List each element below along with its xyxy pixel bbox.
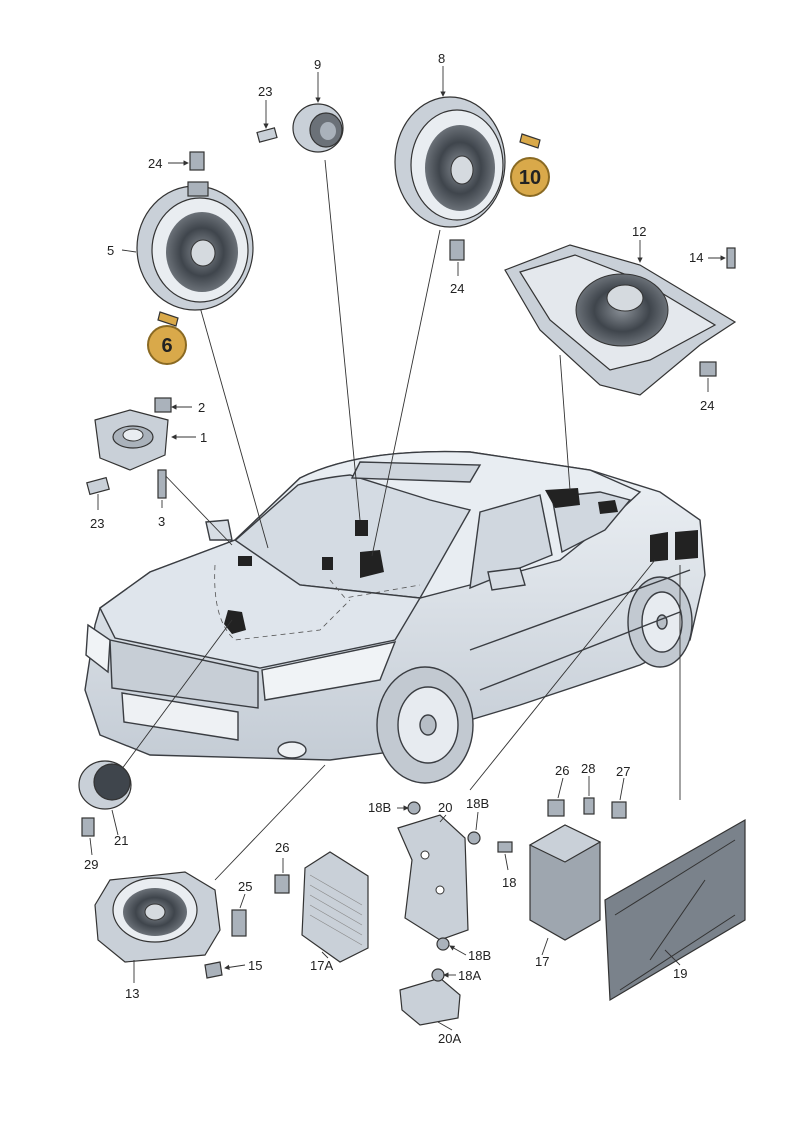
part-label-17a: 17A [310,958,333,973]
part-label-18b: 18B [468,948,491,963]
badge-label: 10 [519,167,541,189]
part-label-13: 13 [125,986,139,1001]
amplifier-part-17 [528,824,602,941]
small-parts [81,127,736,982]
part-label-18: 18 [502,875,516,890]
part-label-24: 24 [148,156,162,171]
part-label-20a: 20A [438,1031,461,1046]
part-label-21: 21 [114,833,128,848]
part-label-20: 20 [438,800,452,815]
amplifier-part-17a [301,851,369,963]
callout-badge-6: 6 [147,325,187,365]
bracket-part-20a [399,977,461,1026]
speaker-part-21 [78,760,132,810]
part-label-18b: 18B [368,800,391,815]
part-label-26: 26 [275,840,289,855]
tweeter-part-9 [292,103,344,153]
speaker-part-8 [394,96,506,228]
part-label-18a: 18A [458,968,481,983]
callout-badge-10: 10 [510,157,550,197]
part-label-8: 8 [438,51,445,66]
leader-lines [109,159,681,881]
part-label-15: 15 [248,958,262,973]
part-label-3: 3 [158,514,165,529]
bracket-part-20 [397,814,469,941]
part-labels: 2 1 3 5 8 9 12 13 14 15 17 17A 18 18A 18… [84,51,714,1046]
part-label-28: 28 [581,761,595,776]
part-label-26: 26 [555,763,569,778]
part-label-29: 29 [84,857,98,872]
part-label-18b: 18B [466,796,489,811]
part-label-27: 27 [616,764,630,779]
badge-label: 6 [161,335,172,357]
part-label-14: 14 [689,250,703,265]
label-leaders [89,66,726,1031]
part-label-17: 17 [535,954,549,969]
part-label-12: 12 [632,224,646,239]
mounting-plate-part-19 [604,818,746,1002]
box-speaker-part-12 [504,244,737,396]
part-label-1: 1 [200,430,207,445]
part-label-24: 24 [700,398,714,413]
part-label-25: 25 [238,879,252,894]
car-illustration [84,450,706,784]
part-label-24: 24 [450,281,464,296]
part-label-2: 2 [198,400,205,415]
part-label-9: 9 [314,57,321,72]
part-label-19: 19 [673,966,687,981]
part-label-5: 5 [107,243,114,258]
speaker-part-5 [136,181,254,311]
part-label-23: 23 [258,84,272,99]
part-label-23: 23 [90,516,104,531]
tweeter-part-1 [94,409,169,471]
subwoofer-part-13 [94,871,221,963]
